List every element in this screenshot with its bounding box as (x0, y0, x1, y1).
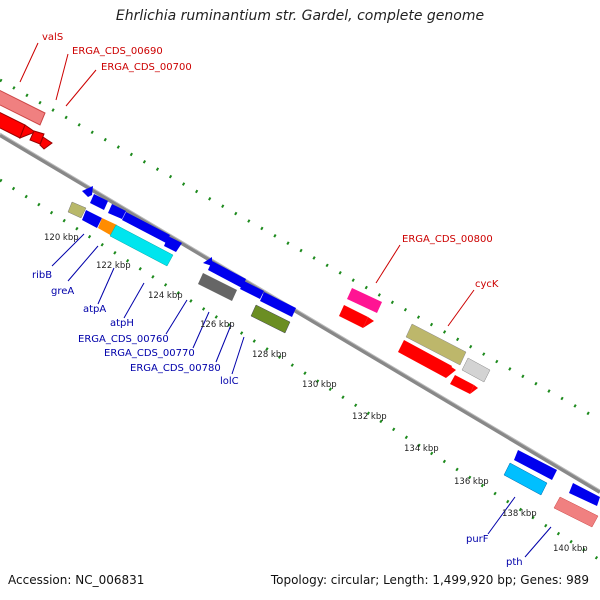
tick-label-126: 126 kbp (200, 320, 235, 330)
tick-label-130: 130 kbp (302, 380, 337, 390)
gene-purf[interactable] (503, 462, 548, 496)
label-erga-cds-00770: ERGA_CDS_00770 (104, 348, 195, 359)
accession-text: Accession: NC_006831 (8, 573, 145, 587)
label-erga-cds-00800: ERGA_CDS_00800 (402, 234, 493, 245)
label-erga-cds-00780: ERGA_CDS_00780 (130, 363, 221, 374)
label-lolc: lolC (220, 376, 239, 387)
labels-bottom: ribB greA atpA atpH ERGA_CDS_00760 ERGA_… (32, 270, 523, 568)
gene-right-red-small[interactable] (450, 375, 478, 394)
gene-erga-cds-00700[interactable] (39, 136, 53, 150)
label-erga-cds-00690: ERGA_CDS_00690 (72, 46, 163, 57)
gene-cyck[interactable] (405, 323, 467, 366)
tick-label-122: 122 kbp (96, 261, 131, 271)
gene-right-gray[interactable] (461, 357, 491, 383)
gene-pth-cluster-blue[interactable] (569, 483, 600, 506)
label-atph: atpH (110, 318, 134, 329)
gene-vals-cds[interactable] (0, 110, 37, 139)
outer-tick-ring (0, 78, 600, 422)
connectors-bottom (51, 233, 552, 558)
tick-label-134: 134 kbp (404, 444, 439, 454)
label-atpa: atpA (83, 304, 106, 315)
labels-top: valS ERGA_CDS_00690 ERGA_CDS_00700 ERGA_… (42, 32, 499, 290)
tick-label-124: 124 kbp (148, 291, 183, 301)
gene-bottom-blue[interactable] (514, 450, 557, 480)
gene-ribb[interactable] (67, 201, 87, 219)
gene-erga-cds-00760[interactable] (198, 273, 237, 301)
tick-label-128: 128 kbp (252, 350, 287, 360)
gene-cluster-center-blue[interactable] (203, 257, 296, 317)
label-ribb: ribB (32, 270, 52, 281)
gene-erga-cds-00800[interactable] (347, 288, 382, 313)
gene-cyck-cds[interactable] (398, 340, 456, 378)
gene-lolc[interactable] (250, 304, 291, 334)
gene-cluster-upper-blue[interactable] (82, 186, 182, 252)
topology-text: Topology: circular; Length: 1,499,920 bp… (270, 573, 589, 587)
tick-label-132: 132 kbp (352, 412, 387, 422)
label-grea: greA (51, 286, 74, 297)
tick-label-136: 136 kbp (454, 477, 489, 487)
tick-label-120: 120 kbp (44, 233, 79, 243)
label-erga-cds-00760: ERGA_CDS_00760 (78, 334, 169, 345)
gene-pth[interactable] (553, 496, 599, 528)
label-pth: pth (506, 557, 523, 568)
tick-labels: 120 kbp 122 kbp 124 kbp 126 kbp 128 kbp … (44, 233, 588, 554)
label-purf: purF (466, 534, 489, 545)
gene-atph[interactable] (109, 224, 174, 267)
tick-label-138: 138 kbp (502, 509, 537, 519)
label-cyck: cycK (475, 279, 499, 290)
gene-erga-cds-00800-cds[interactable] (339, 305, 374, 328)
map-title: Ehrlichia ruminantium str. Gardel, compl… (115, 8, 485, 24)
gene-grea[interactable] (82, 210, 102, 228)
backbone (0, 133, 600, 494)
gene-vals[interactable] (0, 88, 46, 126)
label-vals: valS (42, 32, 63, 43)
backbone-highlight (0, 132, 600, 491)
connectors-top (19, 42, 475, 327)
label-erga-cds-00700: ERGA_CDS_00700 (101, 62, 192, 73)
tick-label-140: 140 kbp (553, 544, 588, 554)
